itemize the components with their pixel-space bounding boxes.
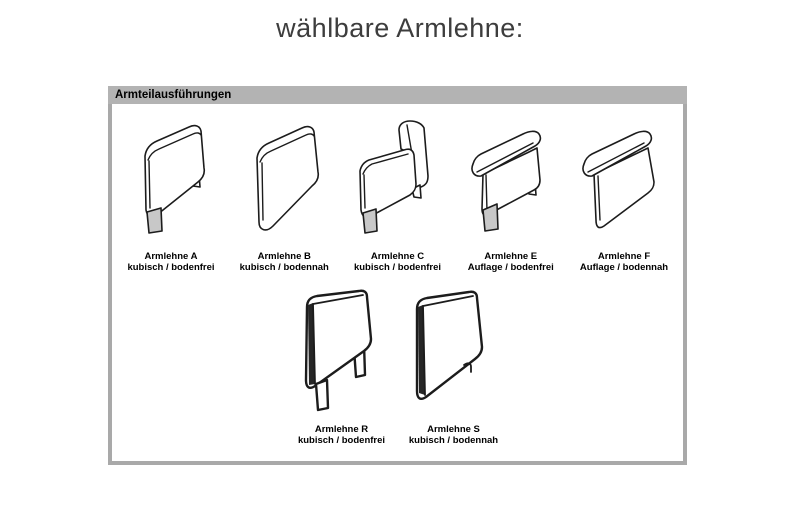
armrest-option-a: Armlehne A kubisch / bodenfrei [115,116,227,273]
armrest-option-r: Armlehne R kubisch / bodenfrei [286,289,398,446]
armrest-row-2: Armlehne R kubisch / bodenfrei Armlehne … [112,289,683,446]
armrest-pad-feet-icon [470,130,541,232]
armrest-label: Armlehne S kubisch / bodennah [409,424,498,446]
armrest-option-s: Armlehne S kubisch / bodennah [398,289,510,446]
armrest-name: Armlehne R [314,424,369,435]
armrest-desc: kubisch / bodenfrei [297,435,386,446]
armrest-panel-feet-icon [304,289,372,412]
armrest-option-e: Armlehne E Auflage / bodenfrei [455,116,567,273]
armrest-label: Armlehne R kubisch / bodenfrei [298,424,385,446]
armrest-label: Armlehne F Auflage / bodennah [580,251,668,273]
armrest-label: Armlehne A kubisch / bodenfrei [127,251,214,273]
armrest-name: Armlehne A [144,251,198,262]
armrest-name: Armlehne C [370,251,425,262]
armrest-name: Armlehne E [484,251,538,262]
page-title: wählbare Armlehne: [276,13,524,43]
armrest-desc: kubisch / bodenfrei [127,262,215,273]
armrest-pad-floor-icon [582,130,655,229]
armrest-desc: Auflage / bodennah [579,262,669,273]
armrest-label: Armlehne C kubisch / bodenfrei [354,251,441,273]
armrest-options-panel: Armteilausführungen Armlehne A kubisch /… [108,86,687,465]
armrest-panel-floor-icon [415,290,483,400]
armrest-cubic-floor-icon [256,125,320,231]
panel-header: Armteilausführungen [108,86,687,104]
armrest-desc: kubisch / bodennah [408,435,499,446]
armrest-desc: Auflage / bodenfrei [467,262,554,273]
armrest-row-1: Armlehne A kubisch / bodenfrei Armlehne … [112,116,683,273]
armrest-cubic-highback-feet-icon [358,120,429,234]
armrest-name: Armlehne F [597,251,651,262]
armrest-option-b: Armlehne B kubisch / bodennah [228,116,340,273]
armrest-option-f: Armlehne F Auflage / bodennah [568,116,680,273]
armrest-name: Armlehne S [427,424,480,435]
armrest-cubic-feet-icon [144,124,206,234]
panel-body: Armlehne A kubisch / bodenfrei Armlehne … [108,104,687,465]
armrest-name: Armlehne B [257,251,311,262]
armrest-desc: kubisch / bodenfrei [353,262,442,273]
armrest-desc: kubisch / bodennah [239,262,329,273]
armrest-label: Armlehne E Auflage / bodenfrei [468,251,554,273]
armrest-option-c: Armlehne C kubisch / bodenfrei [342,116,454,273]
armrest-label: Armlehne B kubisch / bodennah [240,251,329,273]
